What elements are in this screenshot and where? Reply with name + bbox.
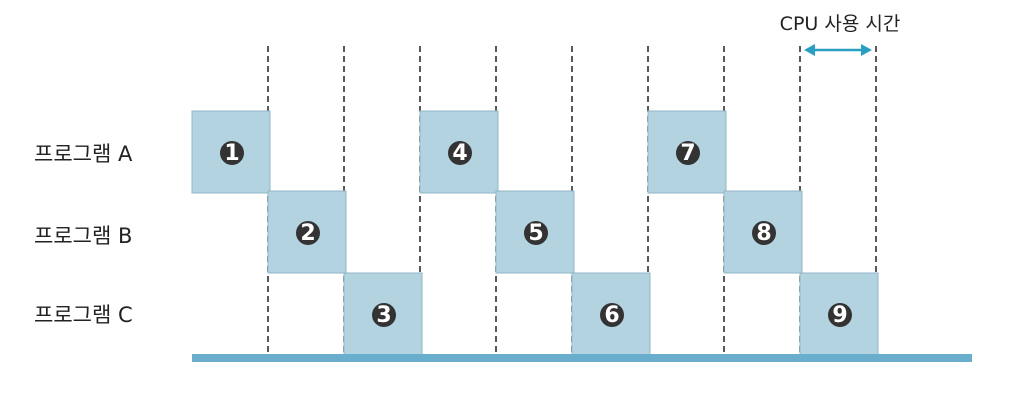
time-slot-block: 2 [267,190,347,274]
slot-number: 2 [300,221,315,246]
row-label-c: 프로그램 C [34,303,133,327]
row-label-b: 프로그램 B [34,224,132,248]
cpu-time-label: CPU 사용 시간 [780,13,901,35]
slot-number: 9 [832,303,847,328]
time-slot-block: 9 [799,272,879,356]
slot-number-badge [296,221,320,245]
row-label-a: 프로그램 A [34,142,133,166]
time-slot-block: 6 [571,272,651,356]
slot-number-badge [676,141,700,165]
time-slot-block: 7 [647,110,727,194]
slot-number-badge [220,141,244,165]
double-arrow-icon [804,44,872,56]
time-slot-block: 8 [723,190,803,274]
slot-number-badge [752,221,776,245]
slot-number: 3 [376,303,391,328]
slot-blocks: 1 2 3 4 5 6 7 8 9 [191,110,879,356]
slot-number-badge [524,221,548,245]
slot-number: 7 [680,141,695,166]
row-labels: 프로그램 A 프로그램 B 프로그램 C [34,142,133,327]
time-baseline [192,354,972,362]
slot-number-badge [828,303,852,327]
slot-number-badge [448,141,472,165]
time-slot-block: 4 [419,110,499,194]
arrow-head [861,44,872,56]
slot-number: 1 [224,141,239,166]
slot-rect [191,110,271,194]
time-slot-block: 3 [343,272,423,356]
cpu-time-caption: CPU 사용 시간 [780,13,901,56]
slot-number: 4 [452,141,467,166]
time-slot-block: 1 [191,110,271,194]
slot-number-badge [600,303,624,327]
time-slot-block: 5 [495,190,575,274]
slot-number: 6 [604,303,619,328]
slot-number: 8 [756,221,771,246]
slot-number: 5 [528,221,543,246]
arrow-head [804,44,815,56]
slot-number-badge [372,303,396,327]
